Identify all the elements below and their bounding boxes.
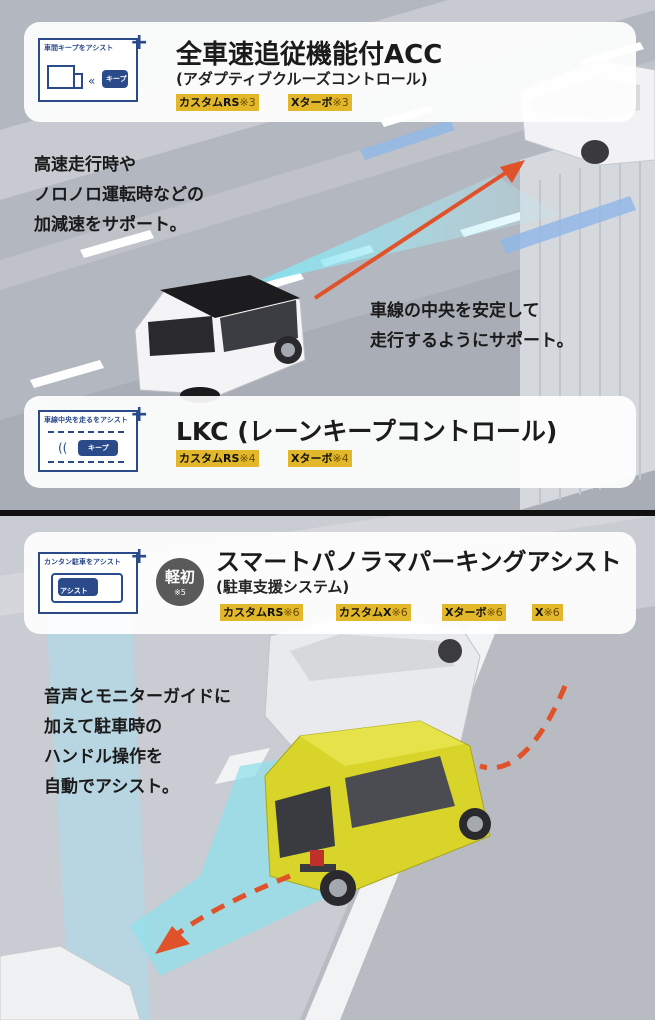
parking-badge-label: カンタン駐車をアシスト xyxy=(44,558,121,566)
parking-badge-icon-label: アシスト xyxy=(60,587,88,595)
industry-first-label: 軽初 xyxy=(164,568,195,586)
lkc-tag-custom-rs: カスタムRS※4 xyxy=(176,450,259,467)
parking-path-arrowhead xyxy=(155,926,190,954)
lkc-badge-label: 車線中央を走るをアシスト xyxy=(44,416,128,424)
lane-dash xyxy=(80,230,154,258)
lane-marker xyxy=(500,196,636,254)
industry-first-note: ※5 xyxy=(174,588,186,597)
acc-description-line: 加減速をサポート。 xyxy=(34,215,187,235)
parking-tag-x: X※6 xyxy=(532,604,563,621)
lane-dash xyxy=(30,360,104,388)
acc-description-line: 高速走行時や xyxy=(34,155,136,175)
acc-badge-icon-label: キープ xyxy=(106,75,127,83)
parking-card: カンタン駐車をアシスト アシスト + 軽初 ※5 スマートパノラマパーキングアシ… xyxy=(24,532,636,634)
lane-description-line: 車線の中央を安定して xyxy=(370,301,540,321)
parking-title: スマートパノラマパーキングアシスト xyxy=(216,548,622,576)
acc-lkc-panel: 車間キープをアシスト « キープ + 全車速追従機能付ACC (アダプティブクル… xyxy=(0,0,655,510)
parking-description-line: 自動でアシスト。 xyxy=(44,777,179,797)
acc-tag-x-turbo: Xターボ※3 xyxy=(288,94,352,111)
plus-icon: + xyxy=(130,544,149,569)
industry-first-badge: 軽初 ※5 xyxy=(156,558,204,606)
lane-marker xyxy=(360,120,455,160)
section-divider xyxy=(0,510,655,516)
parking-description: 音声とモニターガイドに 加えて駐車時の ハンドル操作を 自動でアシスト。 xyxy=(44,682,231,802)
lkc-card: 車線中央を走るをアシスト (( キープ + LKC (レーンキープコントロール)… xyxy=(24,396,636,488)
lkc-badge-icon-label: キープ xyxy=(88,444,109,452)
kei-car-white xyxy=(134,275,306,403)
parking-description-line: 音声とモニターガイドに xyxy=(44,687,231,707)
kei-car-yellow xyxy=(264,720,491,906)
lane-keep-icon: (( xyxy=(48,431,128,463)
lane-description: 車線の中央を安定して 走行するようにサポート。 xyxy=(370,296,574,356)
parking-description-line: 加えて駐車時の xyxy=(44,717,163,737)
parking-path xyxy=(173,873,291,938)
lkc-badge: 車線中央を走るをアシスト (( キープ xyxy=(38,410,138,472)
parking-panel: カンタン駐車をアシスト アシスト + 軽初 ※5 スマートパノラマパーキングアシ… xyxy=(0,516,655,1020)
lane-description-line: 走行するようにサポート。 xyxy=(370,331,574,351)
svg-text:«: « xyxy=(88,74,95,88)
parking-path xyxy=(479,685,568,771)
parking-badge: カンタン駐車をアシスト アシスト xyxy=(38,552,138,614)
svg-text:((: (( xyxy=(58,441,67,455)
lkc-title: LKC (レーンキープコントロール) xyxy=(176,417,558,446)
acc-tag-custom-rs: カスタムRS※3 xyxy=(176,94,259,111)
parking-description-line: ハンドル操作を xyxy=(44,747,163,767)
acc-subtitle: (アダプティブクルーズコントロール) xyxy=(176,70,428,88)
sensor-beam xyxy=(45,576,150,1020)
plus-icon: + xyxy=(130,402,149,427)
acc-description-line: ノロノロ運転時などの xyxy=(34,185,204,205)
acc-title: 全車速追従機能付ACC xyxy=(176,40,443,70)
parking-subtitle: (駐車支援システム) xyxy=(216,578,350,596)
parking-tag-custom-rs: カスタムRS※6 xyxy=(220,604,303,621)
acc-badge-label: 車間キープをアシスト xyxy=(44,44,114,52)
direction-arrow-head xyxy=(500,160,525,183)
parking-assist-icon xyxy=(51,573,123,603)
parked-car xyxy=(264,615,481,757)
acc-badge: 車間キープをアシスト « キープ xyxy=(38,38,138,102)
parking-tag-x-turbo: Xターボ※6 xyxy=(442,604,506,621)
parking-tag-custom-x: カスタムX※6 xyxy=(336,604,411,621)
acc-card: 車間キープをアシスト « キープ + 全車速追従機能付ACC (アダプティブクル… xyxy=(24,22,636,122)
direction-arrow xyxy=(313,168,512,300)
bottom-car xyxy=(0,945,141,1020)
lkc-tag-x-turbo: Xターボ※4 xyxy=(288,450,352,467)
radar-beam xyxy=(250,175,560,285)
acc-description: 高速走行時や ノロノロ運転時などの 加減速をサポート。 xyxy=(34,150,204,240)
truck-keep-icon: « xyxy=(47,65,128,89)
plus-icon: + xyxy=(130,30,149,55)
